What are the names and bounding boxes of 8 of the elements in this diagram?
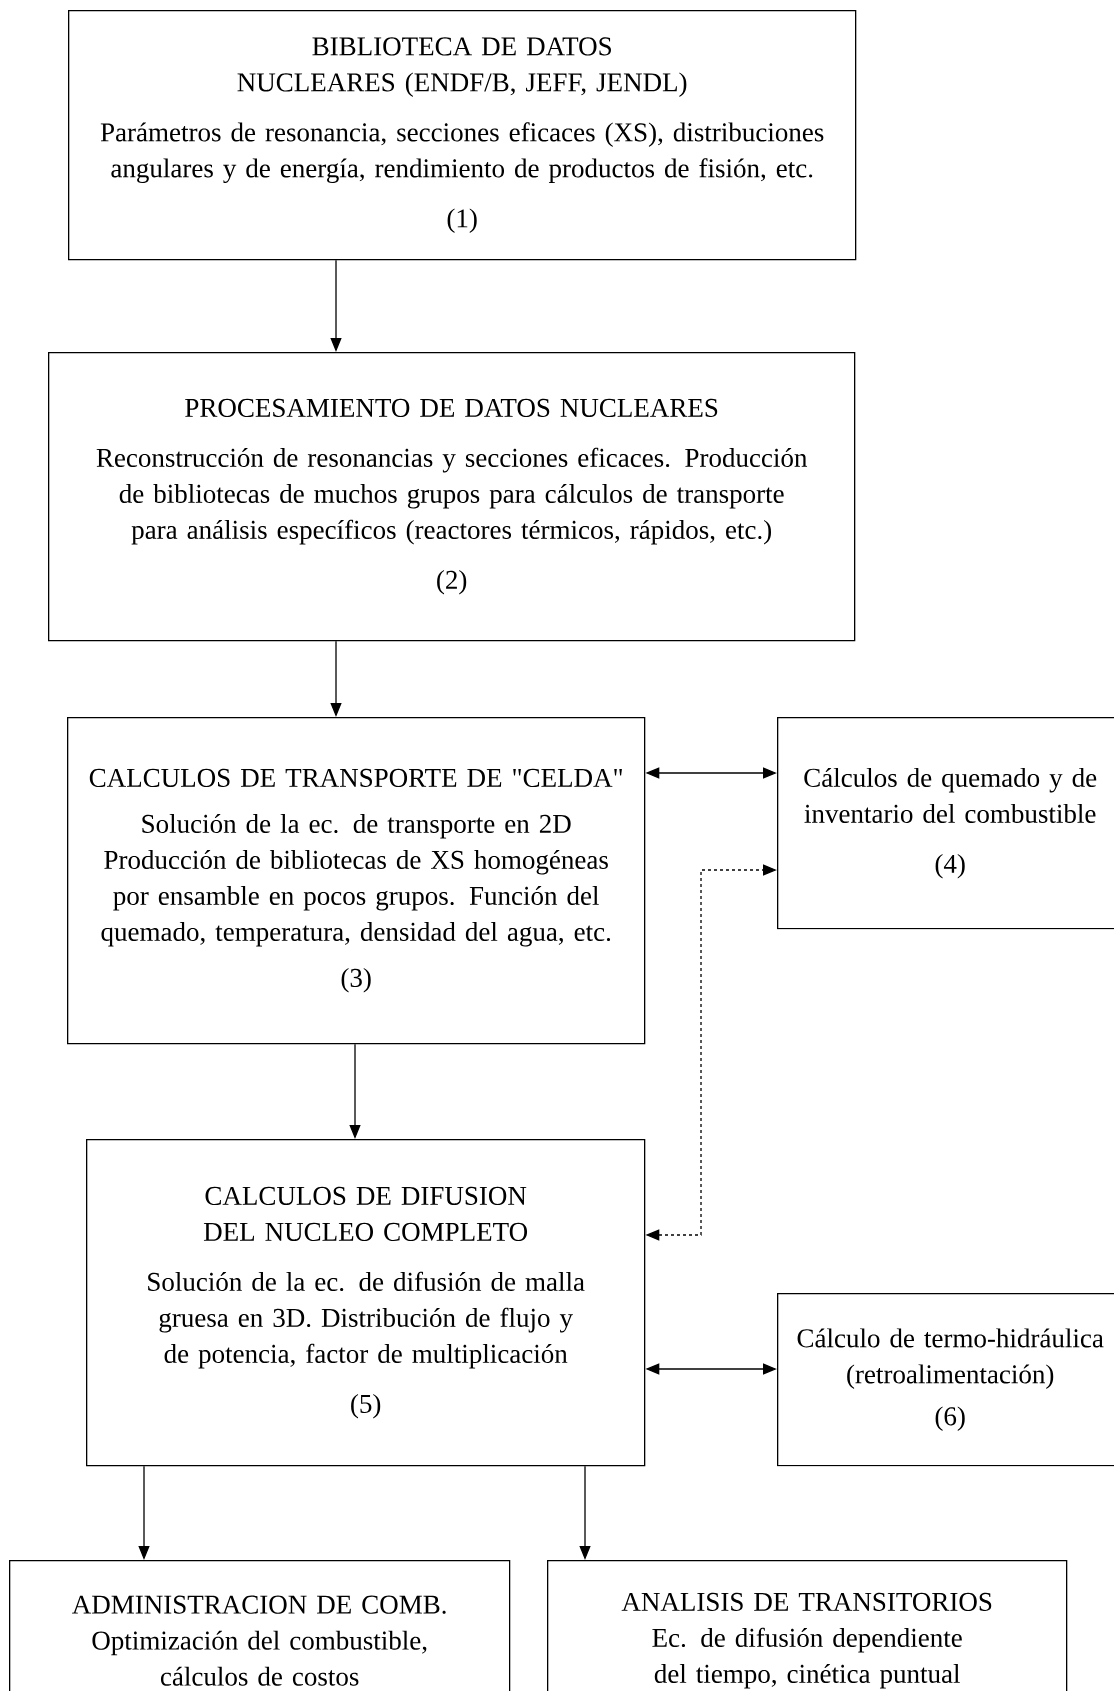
- process-box: CALCULOS DE TRANSPORTE DE "CELDA" Solución de la ec. de transporte en 2D Producción de bibliotecas de XS homogéneas por ensamble en pocos grupos. Función del quemado, temperatura, densidad del agua, etc. (3): [67, 717, 646, 1045]
- process-box: CALCULOS DE DIFUSION DEL NUCLEO COMPLETO Solución de la ec. de difusión de malla gruesa en 3D. Distribución de flujo y de potencia, factor de multiplicación (5): [86, 1139, 646, 1467]
- process-box: Cálculos de quemado y de inventario del combustible (4): [777, 717, 1114, 930]
- process-box: ADMINISTRACION DE COMB. Optimización del combustible, cálculos de costos: [9, 1560, 511, 1691]
- process-box: PROCESAMIENTO DE DATOS NUCLEARES Reconstrucción de resonancias y secciones eficaces. Producción de bibliotecas de muchos grupos para cálculos de transporte para análisis específicos (reactores térmicos, rápidos, etc.) (2): [48, 352, 856, 642]
- process-box: Cálculo de termo-hidráulica (retroalimentación) (6): [777, 1293, 1114, 1467]
- process-box: BIBLIOTECA DE DATOS NUCLEARES (ENDF/B, JEFF, JENDL) Parámetros de resonancia, secciones eficaces (XS), distribuciones angulares y de energía, rendimiento de productos de fisión, etc. (1): [68, 10, 857, 261]
- process-box: ANALISIS DE TRANSITORIOS Ec. de difusión dependiente del tiempo, cinética puntual: [547, 1560, 1068, 1691]
